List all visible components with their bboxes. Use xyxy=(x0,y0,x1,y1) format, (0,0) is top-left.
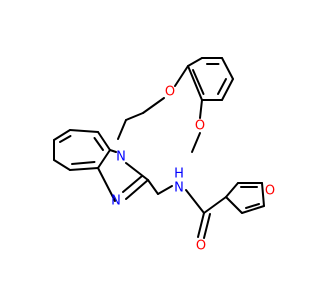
bond xyxy=(53,129,71,141)
ether-oxygen-label: O xyxy=(165,85,175,100)
bond-double-inner xyxy=(245,203,260,209)
bond xyxy=(221,78,234,101)
atom-labels: O O N N N H O O xyxy=(111,85,275,254)
amide-nitrogen-label: N xyxy=(174,181,184,196)
bond-lines xyxy=(53,57,265,239)
bond xyxy=(125,179,149,200)
bond-double-inner xyxy=(122,175,143,193)
molecule-canvas: O O N N N H O O xyxy=(53,57,276,254)
bond xyxy=(97,149,111,169)
bond xyxy=(187,65,203,101)
bond-double-inner xyxy=(93,137,104,151)
carbonyl-oxygen-label: O xyxy=(196,239,206,254)
bond-double-inner xyxy=(71,161,96,165)
bond xyxy=(142,97,165,114)
bond-double-inner xyxy=(192,69,205,95)
bond xyxy=(185,189,205,214)
bond xyxy=(191,132,201,153)
bond xyxy=(225,182,239,198)
bond xyxy=(69,129,99,133)
benzimidazole-n3-label: N xyxy=(111,194,121,209)
bond xyxy=(261,182,265,207)
bond xyxy=(125,112,144,121)
bond xyxy=(53,159,71,171)
amide-hydrogen-label: H xyxy=(174,167,184,182)
bond xyxy=(241,205,265,214)
bond xyxy=(203,196,227,214)
bond xyxy=(174,65,189,87)
structure-diagram: O O N N N H O O xyxy=(53,57,275,254)
bond xyxy=(221,57,234,80)
benzimidazole-n1-label: N xyxy=(116,150,126,165)
bond xyxy=(97,167,116,202)
bond xyxy=(117,119,127,140)
bond xyxy=(147,179,159,195)
bond-double-inner xyxy=(59,135,72,143)
bond xyxy=(109,149,117,153)
bond xyxy=(69,167,99,171)
bond-double xyxy=(203,213,211,239)
bond-double-inner xyxy=(217,78,227,95)
bond xyxy=(225,196,243,214)
bond xyxy=(199,99,203,119)
bond xyxy=(157,185,173,195)
bond xyxy=(197,212,205,238)
bond xyxy=(97,131,111,151)
bond xyxy=(125,162,149,181)
furan-oxygen-label: O xyxy=(265,184,275,199)
methoxy-oxygen-label: O xyxy=(195,119,205,134)
bond xyxy=(187,57,203,67)
